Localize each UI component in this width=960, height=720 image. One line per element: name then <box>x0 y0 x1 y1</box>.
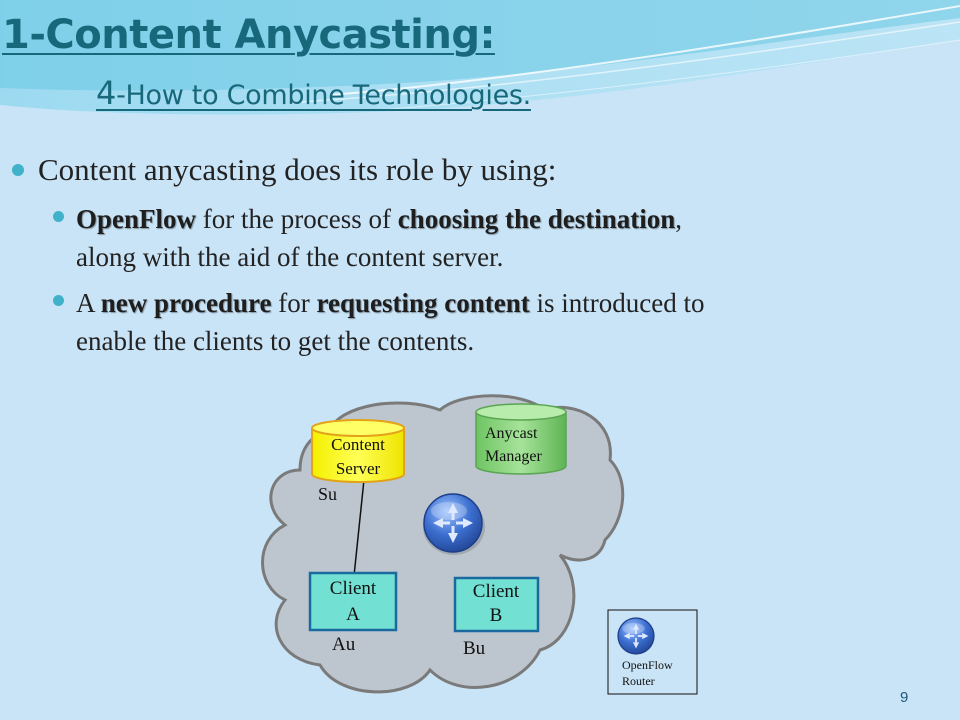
bullet-text: along with the aid of the content server… <box>76 242 504 272</box>
legend-openflow-router: OpenFlow Router <box>607 609 698 695</box>
client-b-label-2: B <box>490 605 503 626</box>
client-a: Client A <box>308 571 398 632</box>
server-client-link <box>353 469 366 577</box>
client-a-label-1: Client <box>330 578 377 599</box>
bullet-openflow: OpenFlow for the process of choosing the… <box>76 200 936 276</box>
anycast-manager-label-1: Anycast <box>485 425 538 442</box>
openflow-router-icon <box>423 493 485 555</box>
bullet-text: is introduced to <box>529 288 705 318</box>
legend-label-1: OpenFlow <box>622 658 673 672</box>
bullet-dot <box>53 211 64 222</box>
label-au: Au <box>332 634 356 655</box>
bullet-new-procedure: A new procedure for requesting content i… <box>76 284 936 360</box>
anycast-manager: Anycast Manager <box>475 403 567 475</box>
subtitle-number: 4 <box>96 74 117 112</box>
bullet-text: A <box>76 288 101 318</box>
page-number: 9 <box>900 689 909 706</box>
bullet-dot <box>53 295 64 306</box>
legend-router-icon <box>617 617 655 655</box>
header-wave-decoration <box>0 0 960 115</box>
bullet-text: , <box>675 204 682 234</box>
bold-requesting-content: requesting content <box>316 288 530 318</box>
bullet-main: Content anycasting does its role by usin… <box>38 152 557 187</box>
client-a-label-2: A <box>346 604 360 625</box>
slide-title: 1-Content Anycasting: <box>2 12 495 58</box>
label-su: Su <box>318 484 337 504</box>
subtitle-text: -How to Combine Technologies. <box>116 80 531 111</box>
bullet-text: enable the clients to get the contents. <box>76 326 475 356</box>
anycast-manager-label-2: Manager <box>485 448 543 465</box>
bold-choosing-destination: choosing the destination <box>397 204 676 234</box>
bold-new-procedure: new procedure <box>100 288 272 318</box>
bullet-text: for <box>271 288 317 318</box>
label-bu: Bu <box>463 638 486 659</box>
content-server-label-2: Server <box>336 459 381 478</box>
legend-label-2: Router <box>622 674 655 688</box>
network-diagram: Content Server Anycast Manager Su Client… <box>261 394 698 695</box>
client-b: Client B <box>453 576 540 633</box>
bullet-text: for the process of <box>196 204 398 234</box>
slide-subtitle: 4-How to Combine Technologies. <box>96 74 531 112</box>
bullet-dot <box>12 164 24 176</box>
content-server-label-1: Content <box>331 435 385 454</box>
client-b-label-1: Client <box>473 581 520 602</box>
bold-openflow: OpenFlow <box>76 204 197 234</box>
content-server: Content Server <box>311 419 405 483</box>
